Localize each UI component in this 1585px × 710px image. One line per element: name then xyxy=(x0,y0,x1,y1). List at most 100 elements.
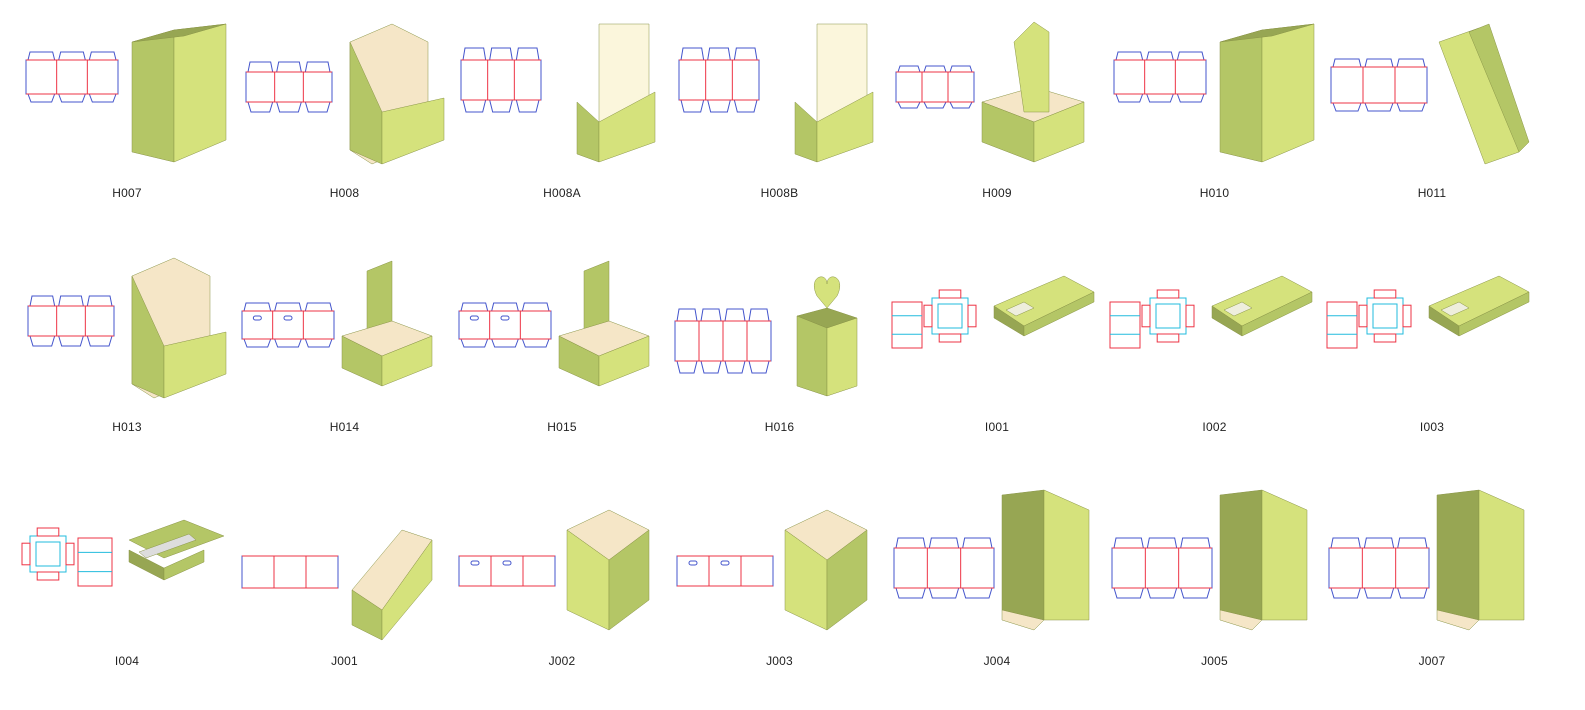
box-front xyxy=(163,331,227,399)
box-template-item[interactable]: I004 xyxy=(14,470,240,704)
box-front xyxy=(163,549,205,581)
box-template-item[interactable]: H008B xyxy=(667,2,893,236)
item-code-label: J005 xyxy=(1201,654,1228,668)
box-template-item[interactable]: H013 xyxy=(14,236,240,470)
box-front xyxy=(608,529,650,631)
box-side xyxy=(131,29,175,163)
box-template-item[interactable]: J004 xyxy=(884,470,1110,704)
box-template-item[interactable]: H014 xyxy=(232,236,458,470)
box-front xyxy=(381,97,444,165)
item-code-label: J007 xyxy=(1418,654,1446,668)
dieline-drawing xyxy=(458,302,552,348)
dieline-drawing xyxy=(27,295,115,347)
box-template-item[interactable]: H008A xyxy=(449,2,675,236)
box-illustration xyxy=(891,275,1095,349)
box-front xyxy=(598,91,656,163)
box-template-item[interactable]: I003 xyxy=(1319,236,1545,470)
box-illustration xyxy=(674,276,858,397)
box-front xyxy=(816,91,873,163)
box-inside xyxy=(138,533,197,559)
box-top xyxy=(1219,23,1314,43)
box-illustration xyxy=(676,509,867,631)
box-window xyxy=(1440,301,1470,317)
item-code-label: I002 xyxy=(1202,420,1227,434)
box-template-item[interactable]: J003 xyxy=(667,470,893,704)
box-front xyxy=(1241,291,1312,337)
box-front xyxy=(173,23,227,163)
box-side xyxy=(1219,29,1262,163)
dieline-drawing xyxy=(674,308,771,374)
item-code-label: H009 xyxy=(982,186,1012,200)
box-illustration xyxy=(27,257,227,399)
item-code-label: I003 xyxy=(1419,420,1445,434)
box-front xyxy=(826,529,867,631)
item-code-label: J001 xyxy=(331,654,358,668)
box-front xyxy=(1043,489,1090,621)
box-front xyxy=(1478,489,1525,621)
box-template-item[interactable]: J002 xyxy=(449,470,675,704)
dieline-drawing xyxy=(241,555,338,589)
dieline-drawing xyxy=(245,61,332,113)
box-template-item[interactable]: H008 xyxy=(232,2,458,236)
dieline-drawing xyxy=(1330,58,1428,112)
box-illustration xyxy=(25,23,227,163)
item-code-label: H015 xyxy=(547,420,577,434)
box-illustration xyxy=(1111,489,1307,631)
box-illustration xyxy=(1326,275,1530,349)
box-template-item[interactable]: H010 xyxy=(1102,2,1328,236)
dieline-drawing xyxy=(678,47,759,113)
box-front xyxy=(1033,101,1085,163)
box-front xyxy=(381,539,432,641)
item-code-label: I004 xyxy=(114,654,140,668)
box-illustration xyxy=(458,260,650,387)
box-front xyxy=(1023,291,1095,337)
dieline-drawing xyxy=(460,47,542,113)
dieline-drawing xyxy=(891,301,923,349)
box-template-item[interactable]: H007 xyxy=(14,2,240,236)
box-front xyxy=(1458,291,1530,337)
dieline-drawing xyxy=(77,537,113,587)
dieline-drawing xyxy=(241,302,334,348)
item-code-label: J004 xyxy=(983,654,1011,668)
heart-top xyxy=(813,276,840,309)
box-illustration xyxy=(245,23,444,165)
box-side xyxy=(1001,489,1045,621)
box-template-item[interactable]: H009 xyxy=(884,2,1110,236)
dieline-drawing xyxy=(1328,537,1430,599)
box-illustration xyxy=(21,519,225,587)
box-side xyxy=(576,101,600,163)
item-code-label: H011 xyxy=(1417,186,1447,200)
box-illustration xyxy=(1109,275,1313,349)
box-template-item[interactable]: H011 xyxy=(1319,2,1545,236)
item-code-label: J003 xyxy=(766,654,793,668)
box-template-item[interactable]: J005 xyxy=(1102,470,1328,704)
dieline-drawing xyxy=(21,527,75,581)
dieline-drawing xyxy=(893,537,995,599)
dieline-drawing xyxy=(458,555,556,587)
box-front xyxy=(381,335,432,387)
box-flap xyxy=(1219,609,1262,631)
box-template-item[interactable]: H016 xyxy=(667,236,893,470)
box-top xyxy=(131,23,227,43)
dieline-drawing xyxy=(1113,51,1206,103)
item-code-label: H010 xyxy=(1199,186,1230,200)
box-front xyxy=(826,317,857,397)
box-template-item[interactable]: J007 xyxy=(1319,470,1545,704)
box-template-item[interactable]: H015 xyxy=(449,236,675,470)
item-code-label: H013 xyxy=(112,420,142,434)
box-side xyxy=(1468,23,1530,153)
box-illustration xyxy=(678,23,873,163)
box-template-item[interactable]: I002 xyxy=(1102,236,1328,470)
box-side xyxy=(1436,489,1480,621)
box-illustration xyxy=(1328,489,1525,631)
box-illustration xyxy=(895,21,1085,163)
box-side xyxy=(1219,489,1262,621)
dieline-drawing xyxy=(1141,289,1194,343)
dieline-drawing xyxy=(1109,301,1140,349)
box-front xyxy=(598,335,650,387)
box-illustration xyxy=(241,260,433,387)
box-template-item[interactable]: J001 xyxy=(232,470,458,704)
box-template-item[interactable]: I001 xyxy=(884,236,1110,470)
dieline-drawing xyxy=(1111,537,1212,599)
